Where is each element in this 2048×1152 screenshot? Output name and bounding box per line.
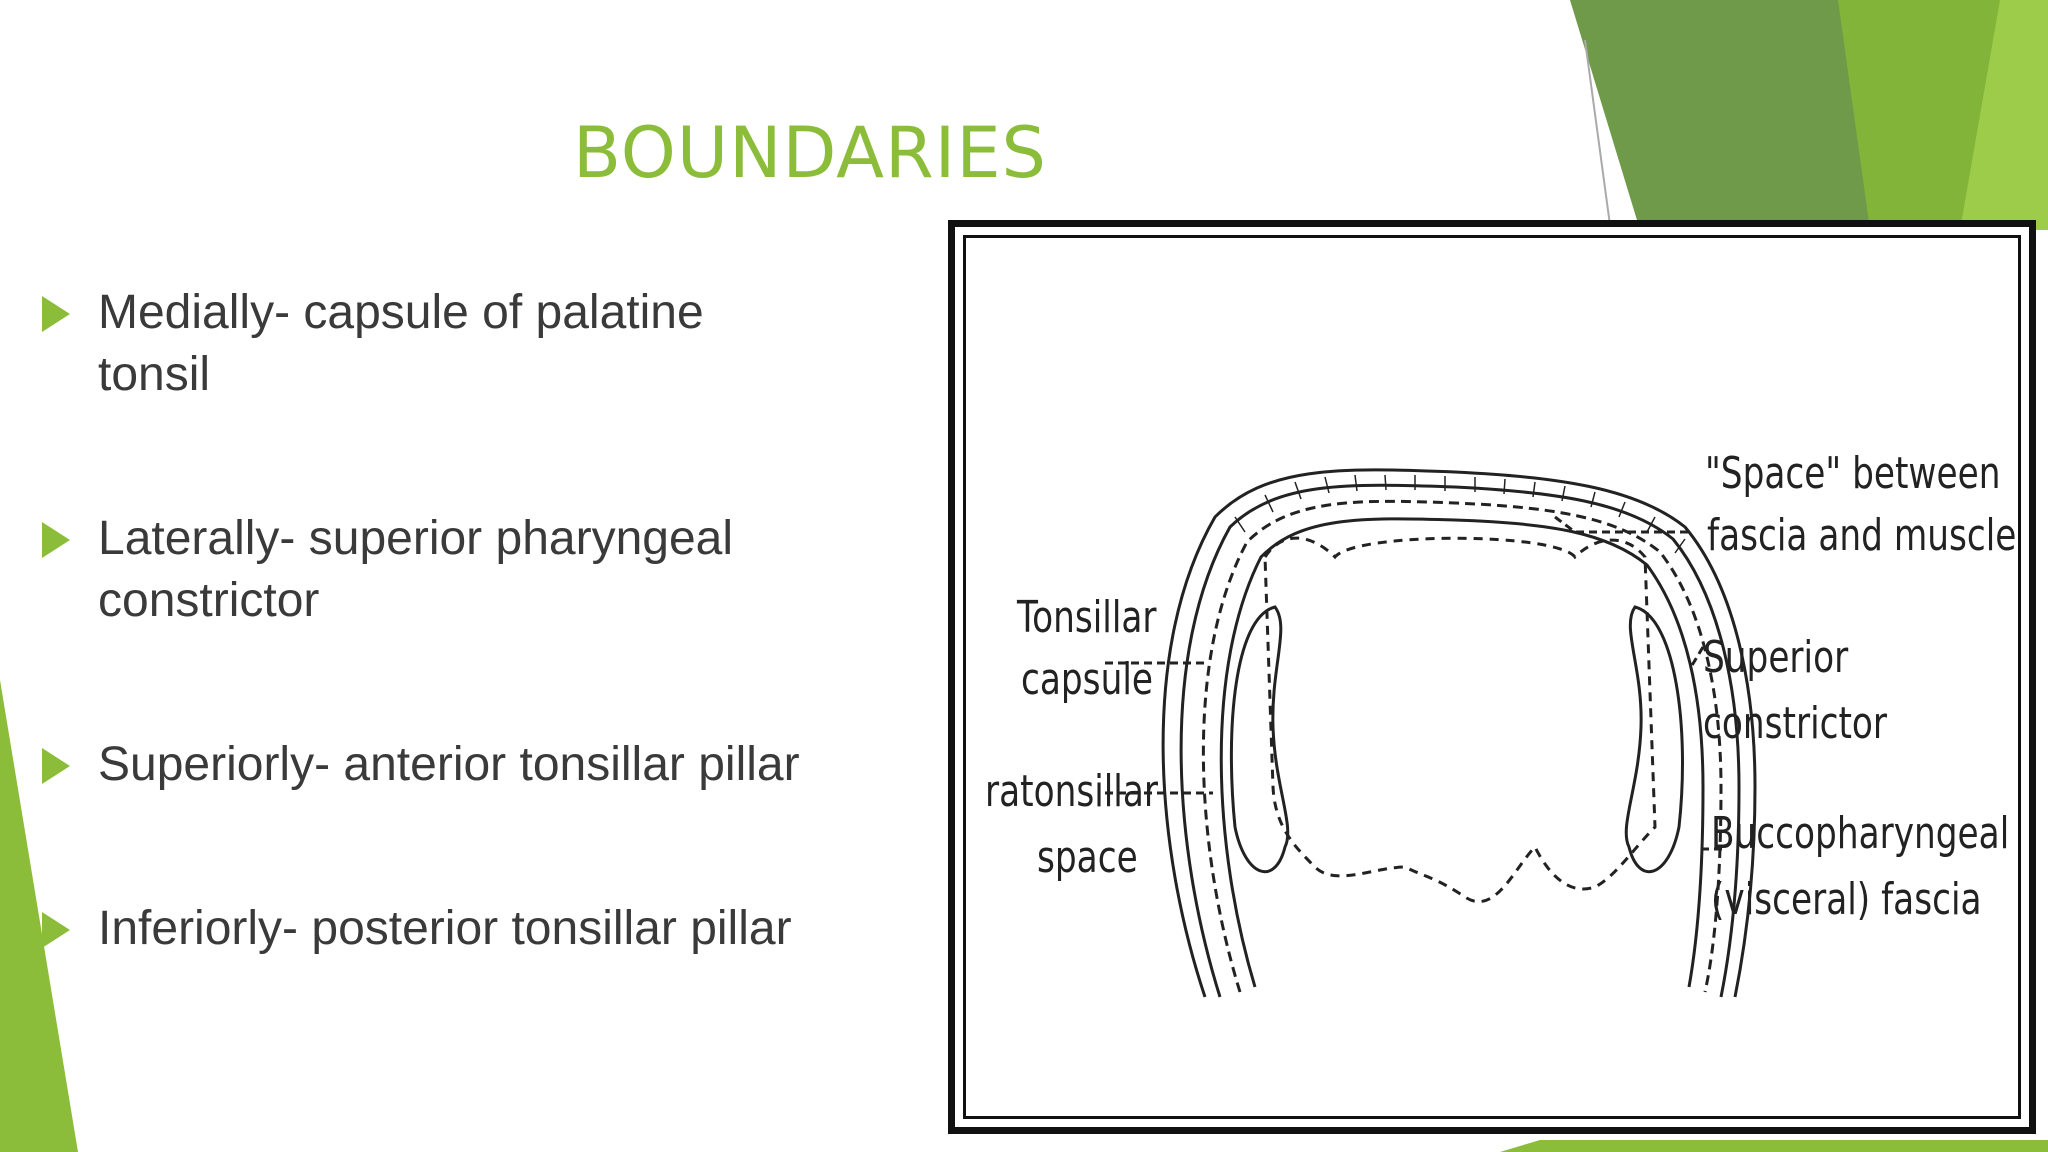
bullet-arrow-icon <box>42 912 70 948</box>
label-paratonsillar-1: ratonsillar <box>985 766 1158 817</box>
bullet-text-line2: tonsil <box>98 348 211 401</box>
bullet-text-line1: Superiorly- anterior tonsillar pillar <box>98 738 800 791</box>
wall-layer-4 <box>1219 517 1705 988</box>
green-shape-top-right-dark <box>1570 0 1880 230</box>
oral-cavity-outline <box>1263 536 1657 904</box>
bullet-text-line2: constrictor <box>98 574 320 627</box>
wall-layer-3 <box>1201 499 1723 993</box>
bullet-arrow-icon <box>42 748 70 784</box>
label-space-2: fascia and muscle <box>1707 510 2017 561</box>
green-shape-bottom-left <box>0 680 78 1152</box>
bullet-text-line1: Medially- capsule of palatine <box>98 286 704 339</box>
label-bucco-2: (visceral) fascia <box>1711 874 1982 925</box>
bullet-list: Medially- capsule of palatine tonsil Lat… <box>40 282 920 960</box>
bullet-item-inferiorly: Inferiorly- posterior tonsillar pillar <box>40 898 920 960</box>
right-tonsil <box>1624 605 1684 874</box>
bullet-text-line1: Laterally- superior pharyngeal <box>98 512 734 565</box>
bullet-text-line1: Inferiorly- posterior tonsillar pillar <box>98 902 792 955</box>
green-shape-bottom-right <box>1500 1140 2048 1152</box>
label-space-1: "Space" between <box>1705 448 2001 499</box>
figure-inner-border <box>963 235 2021 1119</box>
wall-layer-2 <box>1179 483 1741 998</box>
label-tonsillar-1: Tonsillar <box>1017 592 1157 643</box>
bullet-arrow-icon <box>42 522 70 558</box>
bullet-item-superiorly: Superiorly- anterior tonsillar pillar <box>40 734 920 796</box>
label-superior-2: constrictor <box>1703 698 1888 749</box>
thin-line-top-right <box>1584 39 1611 226</box>
bullet-arrow-icon <box>42 296 70 332</box>
label-paratonsillar-2: space <box>1037 832 1138 883</box>
wall-hatching <box>1234 474 1686 554</box>
pointer-superior-constrictor <box>1689 646 1705 668</box>
anatomy-figure: Tonsillar capsule ratonsillar space "Spa… <box>948 220 2036 1134</box>
label-bucco-1: Buccopharyngeal <box>1711 808 2010 859</box>
label-superior-1: Superior <box>1703 632 1849 683</box>
slide-title: BOUNDARIES <box>573 112 1047 194</box>
outer-wall <box>1161 468 1757 998</box>
bullet-item-medially: Medially- capsule of palatine tonsil <box>40 282 920 406</box>
green-shape-top-right-edge <box>1960 0 2048 230</box>
bullet-item-laterally: Laterally- superior pharyngeal constrict… <box>40 508 920 632</box>
tonsil-diagram <box>1105 468 1757 998</box>
label-tonsillar-2: capsule <box>1021 654 1153 705</box>
left-tonsil <box>1229 605 1290 874</box>
